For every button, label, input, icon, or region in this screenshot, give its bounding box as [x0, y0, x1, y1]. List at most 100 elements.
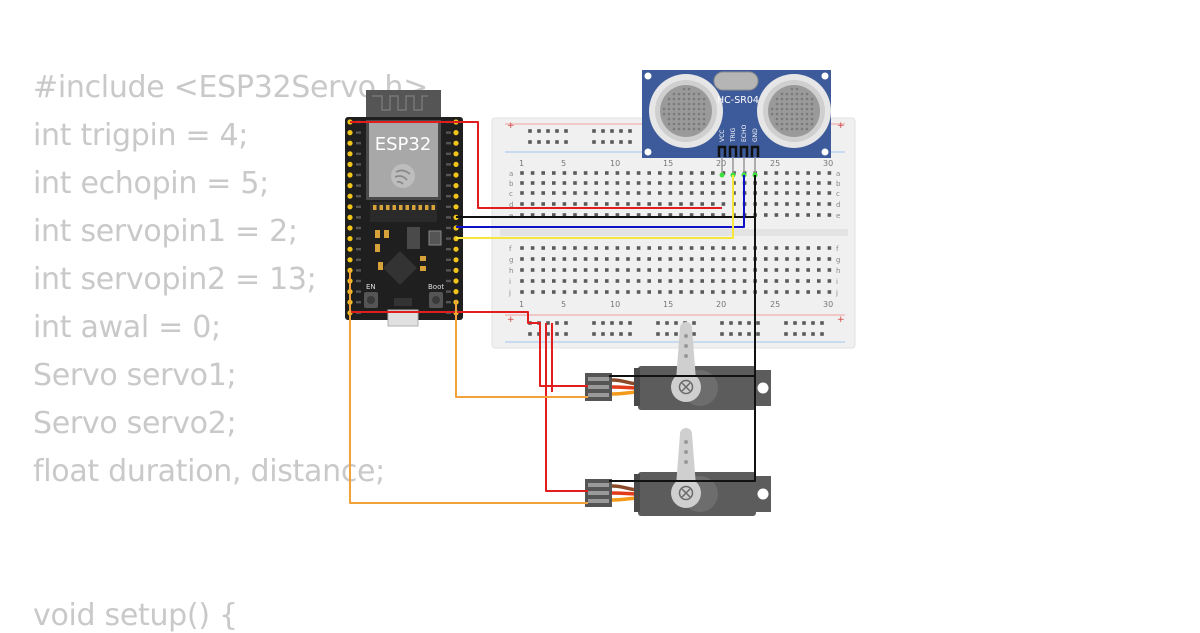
- column-number: 5: [561, 300, 566, 309]
- mesh-dot: [697, 97, 701, 101]
- mesh-dot: [687, 112, 691, 116]
- esp32-pin-right: [453, 193, 459, 199]
- breadboard-hole: [668, 181, 673, 185]
- rail-hole: [738, 332, 742, 336]
- breadboard-hole: [806, 213, 810, 217]
- rail-hole: [592, 140, 596, 144]
- esp32-antenna: [366, 90, 441, 120]
- rail-hole: [747, 332, 751, 336]
- sensor-pin-trig[interactable]: [728, 145, 738, 157]
- mesh-dot: [800, 97, 804, 101]
- breadboard-hole: [541, 181, 545, 185]
- mesh-dot: [682, 107, 686, 111]
- wire-trig[interactable]: [456, 175, 734, 239]
- sensor-pin-echo[interactable]: [739, 145, 749, 157]
- mesh-dot: [795, 117, 799, 121]
- breadboard-hole: [647, 257, 651, 261]
- breadboard-hole: [636, 213, 641, 217]
- pin-silkscreen: [446, 173, 451, 177]
- breadboard-hole: [817, 181, 821, 185]
- servo-motor-2[interactable]: [585, 428, 771, 516]
- mesh-dot: [677, 102, 681, 106]
- mesh-dot: [805, 107, 809, 111]
- mesh-dot: [800, 127, 804, 131]
- breadboard-hole: [742, 246, 747, 250]
- breadboard-hole: [721, 191, 726, 195]
- mesh-dot: [795, 87, 799, 91]
- wire-power-servo-1[interactable]: [350, 311, 588, 387]
- mesh-dot: [775, 107, 779, 111]
- wire-signal-servo-2[interactable]: [349, 270, 588, 504]
- pin-silkscreen: [356, 279, 361, 283]
- breadboard-hole: [658, 213, 662, 217]
- breadboard-hole: [520, 290, 524, 294]
- rail-hole: [610, 129, 614, 133]
- wire-power-servo-2[interactable]: [545, 323, 588, 492]
- breadboard-hole: [552, 257, 556, 261]
- rail-hole: [784, 332, 788, 336]
- breadboard-hole: [594, 246, 598, 250]
- mesh-dot: [810, 107, 814, 111]
- mesh-dot: [672, 107, 676, 111]
- esp32-pin-left: [347, 151, 353, 157]
- breadboard-hole: [605, 246, 609, 250]
- esp32-pin-right: [453, 257, 459, 263]
- breadboard-hole: [785, 171, 789, 175]
- mesh-dot: [672, 97, 676, 101]
- breadboard-hole: [658, 257, 662, 261]
- breadboard-hole: [552, 279, 556, 283]
- module-pad: [373, 205, 377, 210]
- wire-vcc-sensor[interactable]: [350, 121, 722, 209]
- breadboard-hole: [827, 191, 832, 195]
- breadboard-hole: [806, 279, 810, 283]
- breadboard-hole: [795, 202, 800, 206]
- breadboard-hole: [721, 257, 726, 261]
- esp32-board[interactable]: ESP32 EN Boot: [345, 90, 463, 327]
- rail-hole: [546, 321, 550, 325]
- pin-silkscreen: [356, 205, 361, 208]
- breadboard[interactable]: + + + + 1 5 10 15 20 25 30 1 5 10 15 20 …: [491, 117, 856, 349]
- row-letter: i: [509, 278, 511, 286]
- esp32-pin-left: [347, 130, 353, 136]
- breadboard-hole: [626, 257, 630, 261]
- sensor-pin-gnd[interactable]: [750, 145, 760, 157]
- mesh-dot: [805, 112, 809, 116]
- rail-hole: [601, 129, 605, 133]
- sensor-pin-vcc[interactable]: [717, 145, 727, 157]
- breadboard-hole: [679, 171, 683, 175]
- breadboard-hole: [562, 290, 567, 294]
- breadboard-hole: [711, 181, 715, 185]
- breadboard-hole: [668, 268, 673, 272]
- breadboard-hole: [795, 268, 800, 272]
- wire-gnd-servo-2[interactable]: [609, 200, 756, 482]
- pin-silkscreen: [356, 258, 361, 261]
- rail-hole: [628, 332, 632, 336]
- breadboard-hole: [647, 268, 651, 272]
- mesh-dot: [780, 102, 784, 106]
- breadboard-hole: [689, 171, 694, 175]
- horn-hole: [684, 450, 688, 454]
- breadboard-hole: [679, 202, 683, 206]
- esp32-pin-right: [453, 161, 459, 167]
- esp32-pin-right: [453, 140, 459, 146]
- mesh-dot: [697, 102, 701, 106]
- wire-signal-servo-1[interactable]: [455, 300, 588, 398]
- breadboard-hole: [615, 202, 620, 206]
- breadboard-hole: [594, 279, 598, 283]
- mesh-dot: [810, 112, 814, 116]
- mesh-dot: [687, 87, 691, 91]
- mesh-dot: [795, 112, 799, 116]
- breadboard-hole: [785, 257, 789, 261]
- espressif-logo-mark: [394, 169, 411, 185]
- code-line-4: int servopin1 = 2;: [33, 214, 298, 249]
- breadboard-hole: [700, 246, 704, 250]
- hc-sr04-sensor[interactable]: HC-SR04 VCC TRIG ECHO GND: [642, 70, 831, 178]
- smd-resistor: [378, 262, 383, 270]
- mesh-dot: [687, 92, 691, 96]
- wire-echo[interactable]: [456, 175, 745, 228]
- rail-hole: [656, 321, 660, 325]
- code-line-3: int echopin = 5;: [33, 166, 269, 201]
- breadboard-hole: [541, 290, 545, 294]
- mesh-dot: [795, 102, 799, 106]
- mesh-dot: [672, 127, 676, 131]
